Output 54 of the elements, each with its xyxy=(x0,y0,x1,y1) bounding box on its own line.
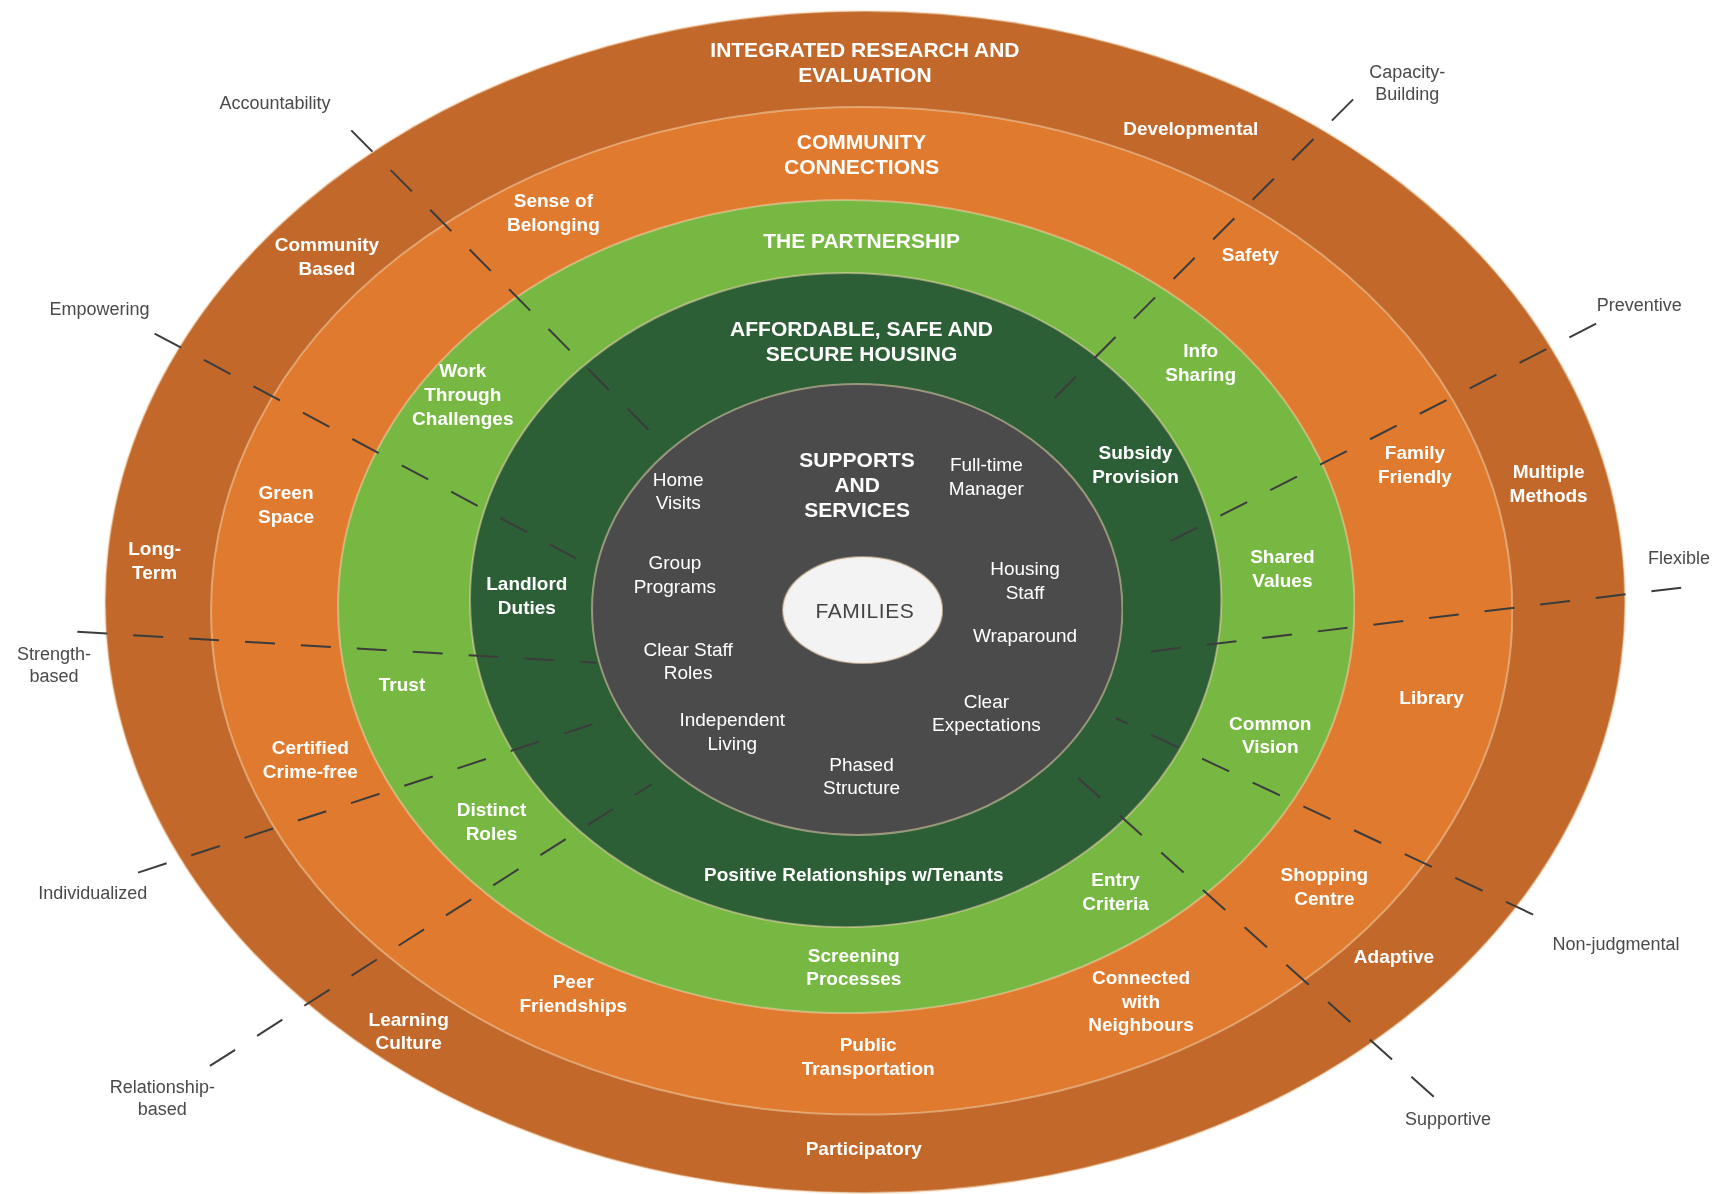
outer-label: Preventive xyxy=(1595,293,1683,317)
ring-item: Developmental xyxy=(1122,117,1260,142)
ring-item: Wraparound xyxy=(971,624,1079,649)
ring-item: Certified Crime-free xyxy=(261,736,359,784)
ring-item: Phased Structure xyxy=(822,752,902,801)
outer-label: Supportive xyxy=(1404,1107,1493,1131)
ring-item: Public Transportation xyxy=(800,1033,936,1081)
outer-label: Relationship-based xyxy=(108,1075,216,1121)
ellipse-ring xyxy=(782,555,944,664)
ring-item: Independent Living xyxy=(678,708,787,757)
ring-item: Learning Culture xyxy=(367,1007,450,1056)
ring-heading: AFFORDABLE, SAFE AND SECURE HOUSING xyxy=(729,316,994,367)
ring-item: Work Through Challenges xyxy=(411,359,515,432)
ring-item: Green Space xyxy=(257,481,316,529)
ring-heading: INTEGRATED RESEARCH AND EVALUATION xyxy=(709,36,1021,88)
ring-heading: SUPPORTS AND SERVICES xyxy=(798,447,916,523)
ring-item: Positive Relationships w/Tenants xyxy=(703,862,1005,887)
ring-item: Multiple Methods xyxy=(1508,460,1589,508)
ring-item: Info Sharing xyxy=(1164,339,1237,388)
ring-item: Screening Processes xyxy=(805,943,903,992)
ring-item: Common Vision xyxy=(1228,711,1313,760)
ring-heading: COMMUNITY CONNECTIONS xyxy=(782,128,941,179)
ring-item: Shared Values xyxy=(1249,545,1316,593)
ring-item: Sense of Belonging xyxy=(505,189,601,237)
ring-item: Family Friendly xyxy=(1377,441,1453,489)
ring-item: Home Visits xyxy=(651,467,705,516)
ring-item: Housing Staff xyxy=(989,557,1061,605)
ring-item: Clear Staff Roles xyxy=(642,637,734,686)
ring-item: Shopping Centre xyxy=(1279,863,1370,911)
ring-item: Safety xyxy=(1220,243,1280,267)
ring-item: Library xyxy=(1398,686,1465,710)
outer-label: Strength-based xyxy=(16,642,93,688)
ring-item: Landlord Duties xyxy=(485,572,569,621)
ring-item: Full-time Manager xyxy=(947,453,1025,501)
ring-item: Trust xyxy=(377,672,427,697)
ring-heading: THE PARTNERSHIP xyxy=(762,228,961,254)
ring-item: Connected with Neighbours xyxy=(1087,966,1195,1038)
ring-item: Subsidy Provision xyxy=(1091,441,1180,489)
ring-item: Distinct Roles xyxy=(455,798,528,846)
outer-label: Individualized xyxy=(37,881,149,904)
ring-item: Participatory xyxy=(804,1136,923,1161)
ring-item: Group Programs xyxy=(632,551,718,600)
outer-label: Accountability xyxy=(218,91,332,114)
outer-label: Non-judgmental xyxy=(1551,933,1681,956)
outer-label: Capacity-Building xyxy=(1368,60,1447,106)
outer-label: Flexible xyxy=(1646,546,1711,570)
outer-label: Empowering xyxy=(48,298,151,321)
ring-item: Long-Term xyxy=(127,537,182,585)
ring-item: Community Based xyxy=(273,233,381,282)
ring-item: Peer Friendships xyxy=(518,970,629,1018)
ring-item: Entry Criteria xyxy=(1081,868,1150,917)
ring-item: Adaptive xyxy=(1352,944,1436,969)
ring-heading: FAMILIES xyxy=(814,598,916,625)
ring-item: Clear Expectations xyxy=(930,689,1042,738)
